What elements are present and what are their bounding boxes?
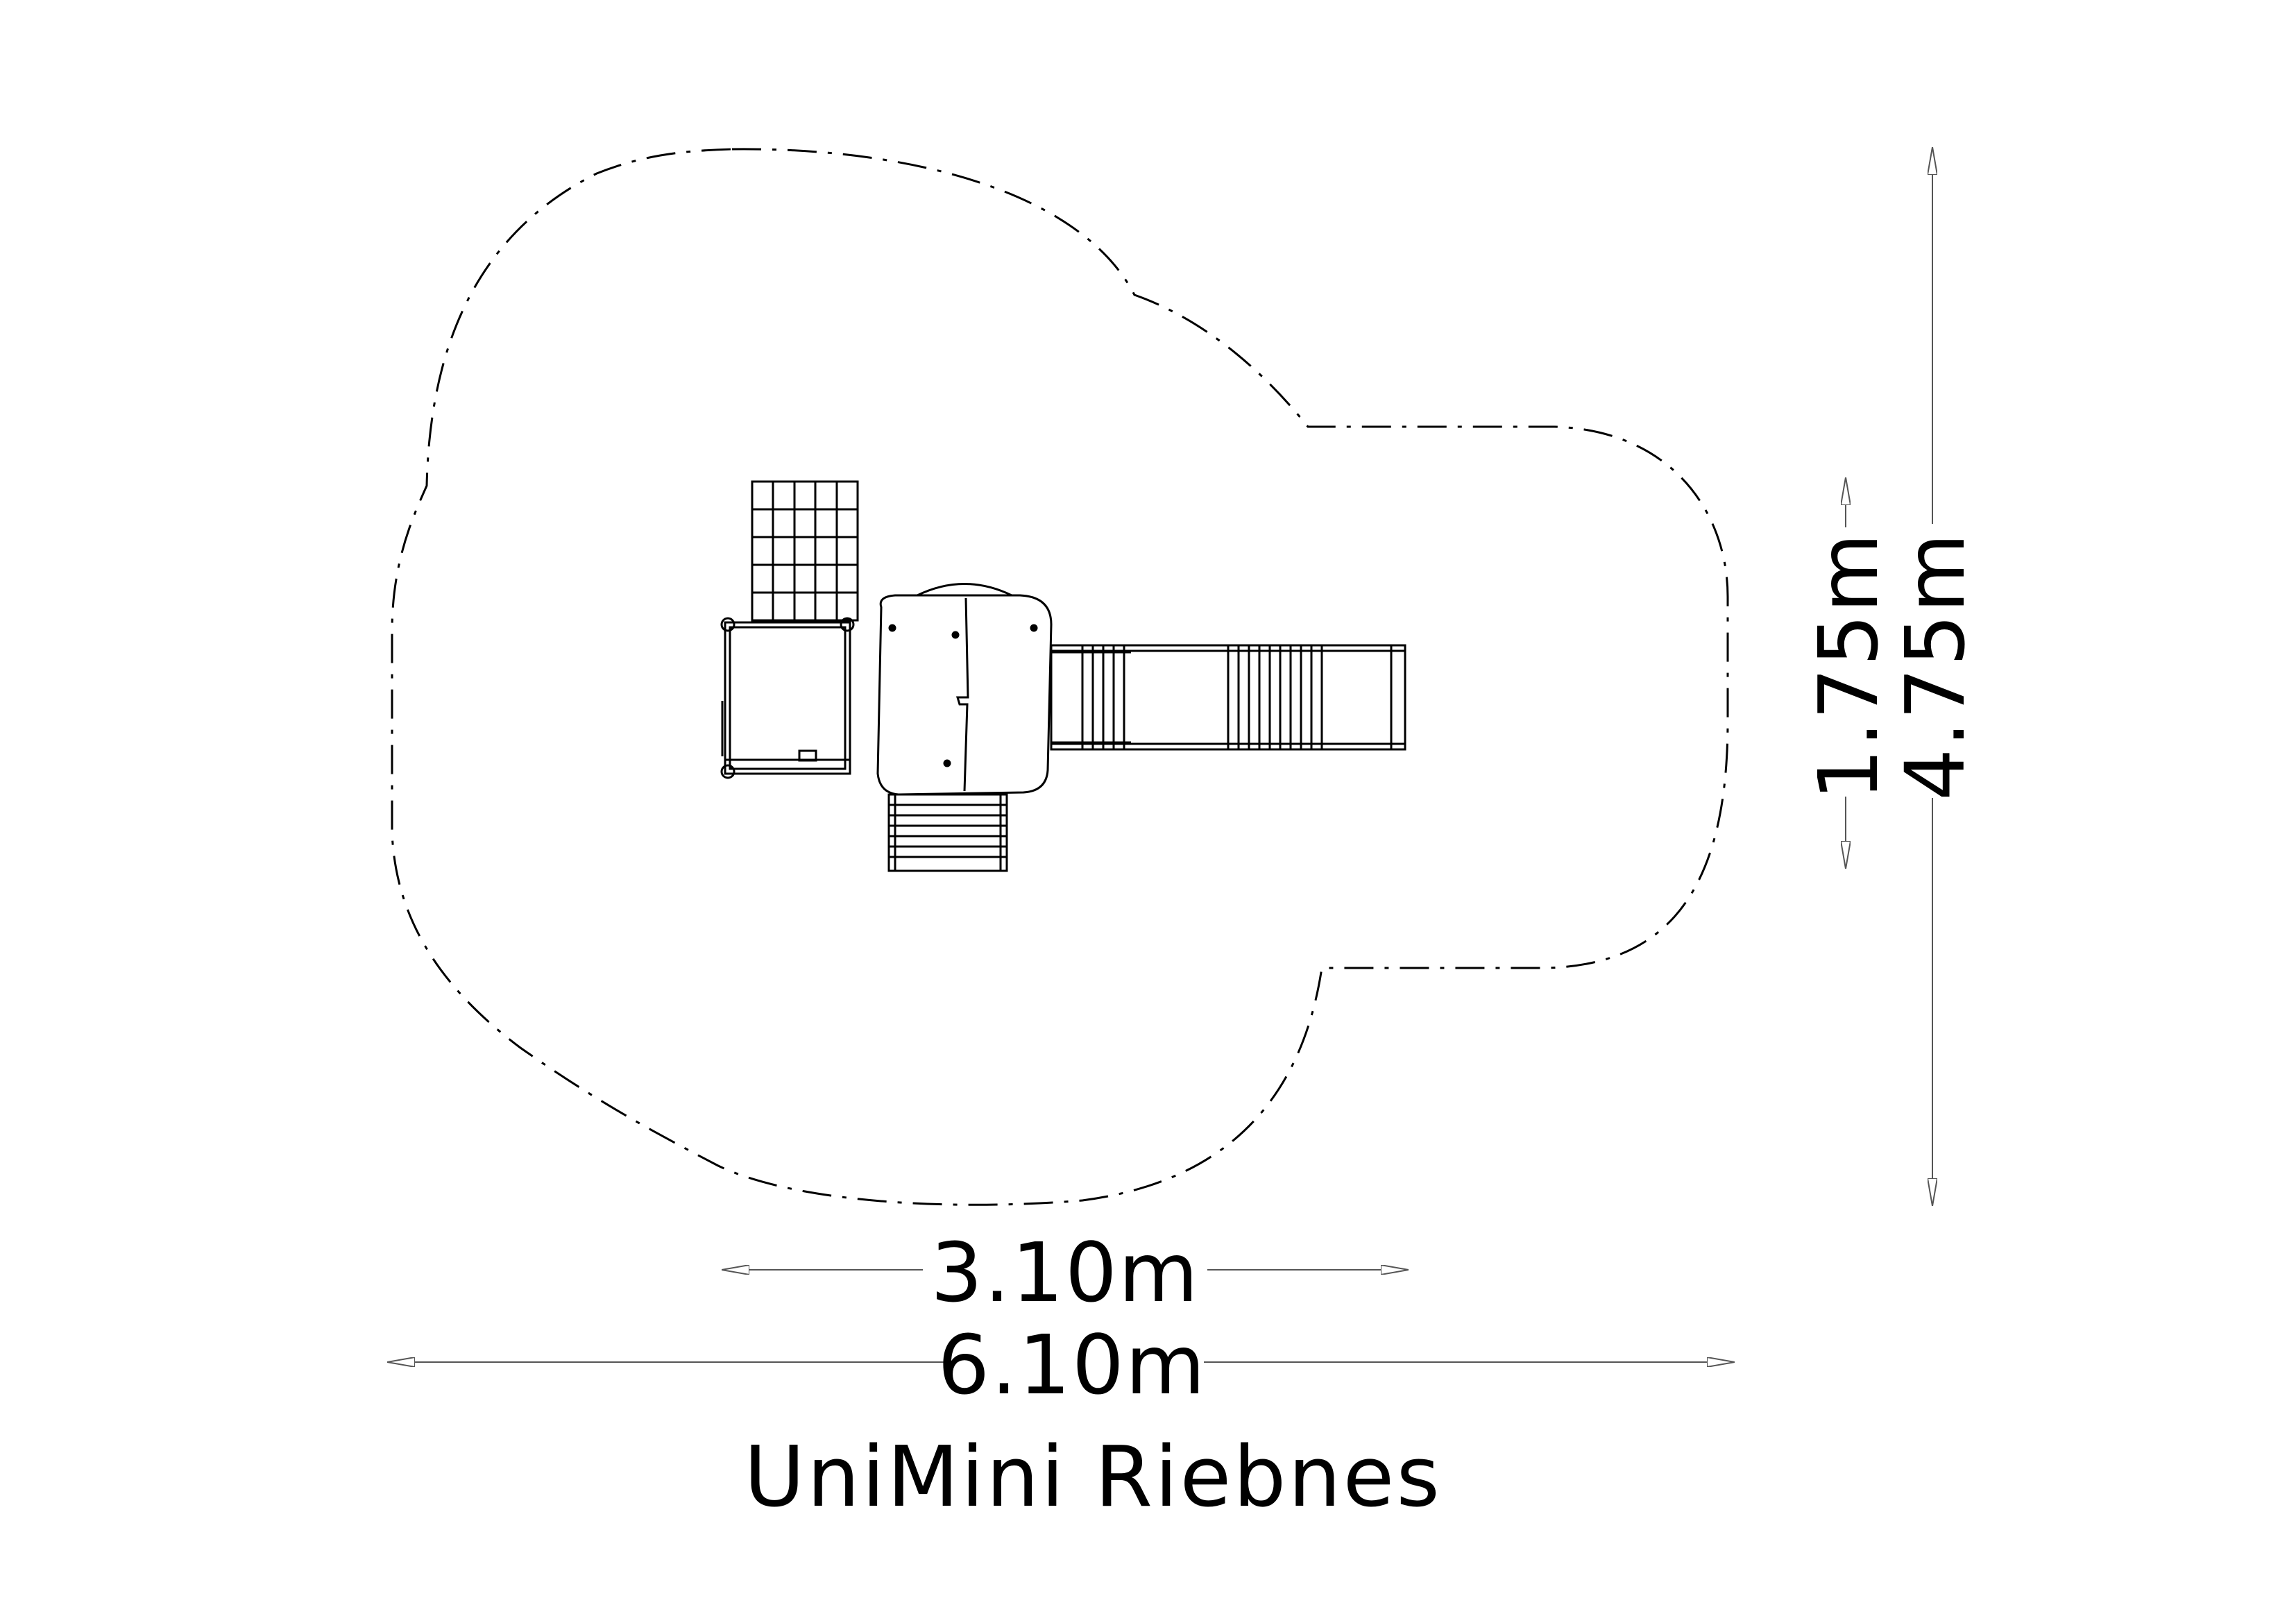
ladder-steps (887, 793, 1008, 872)
play-equipment (720, 480, 1406, 872)
label-equipment-width: 3.10m (930, 1225, 1200, 1320)
dimension-safety-width: 6.10m (387, 1317, 1735, 1413)
climbing-net (751, 480, 859, 622)
slide (1050, 644, 1406, 751)
dimension-equipment-width: 3.10m (722, 1225, 1409, 1320)
label-equipment-depth: 1.75m (1801, 532, 1896, 801)
label-safety-depth: 4.75m (1887, 532, 1983, 801)
lower-platform (720, 617, 855, 779)
safety-zone-outline (391, 148, 1729, 1206)
label-safety-width: 6.10m (937, 1317, 1207, 1413)
tower-roof (876, 583, 1053, 796)
product-title: UniMini Riebnes (744, 1429, 1442, 1526)
dimension-equipment-depth: 1.75m (1801, 477, 1896, 869)
dimension-safety-depth: 4.75m (1887, 147, 1983, 1206)
